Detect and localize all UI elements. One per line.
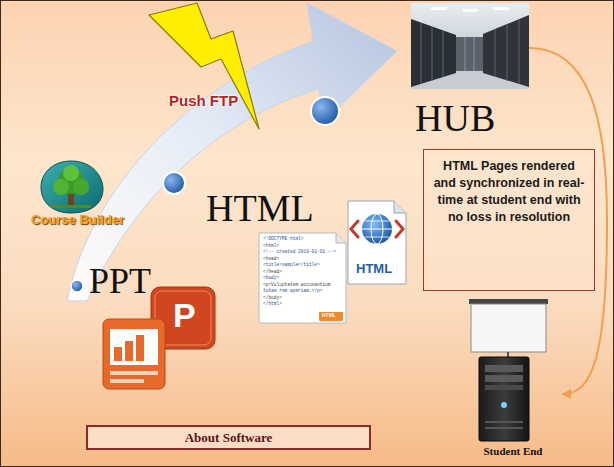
description-text: HTML Pages rendered and synchronized in … — [432, 158, 586, 226]
code-line: <html> — [263, 244, 279, 249]
description-box: HTML Pages rendered and synchronized in … — [423, 149, 595, 291]
transfer-label: Push FTP — [169, 92, 238, 109]
student-label: Student End — [463, 445, 563, 457]
about-text: About Software — [185, 431, 273, 444]
code-line: <title>sample</title> — [263, 263, 320, 268]
lightning-bolt — [149, 3, 259, 129]
code-line: totam rem aperiam.</p> — [263, 289, 322, 294]
flow-dot — [71, 280, 83, 292]
file-tag: HTML — [322, 313, 336, 318]
hub-label: HUB — [415, 99, 495, 137]
format-heading: PPT — [89, 263, 151, 299]
code-line: </body> — [263, 296, 282, 301]
icon-caption: HTML — [356, 262, 392, 275]
code-line: <!-- created 2010-01-01 --> — [263, 250, 336, 255]
code-line: </html> — [263, 302, 282, 307]
student-node: Student End — [463, 299, 563, 461]
format-heading: HTML — [206, 189, 314, 227]
flow-dot — [163, 172, 185, 194]
icon-letter: P — [173, 298, 196, 332]
tree-icon — [41, 161, 103, 213]
powerpoint-icon — [103, 287, 215, 389]
code-line: <p>Voluptatem accusantium — [263, 283, 331, 288]
tool-label: Course Builder — [31, 212, 124, 227]
about-box: About Software — [86, 425, 371, 450]
code-line: </head> — [263, 270, 282, 275]
html-icon — [348, 201, 406, 284]
student-computer — [469, 299, 548, 441]
code-line: <!DOCTYPE html> — [263, 237, 304, 242]
flow-dot — [311, 97, 339, 125]
code-document — [259, 233, 346, 323]
server-room-photo — [411, 3, 529, 89]
code-line: <body> — [263, 276, 279, 281]
hub-node: HUB — [411, 3, 529, 145]
code-line: <head> — [263, 257, 279, 262]
